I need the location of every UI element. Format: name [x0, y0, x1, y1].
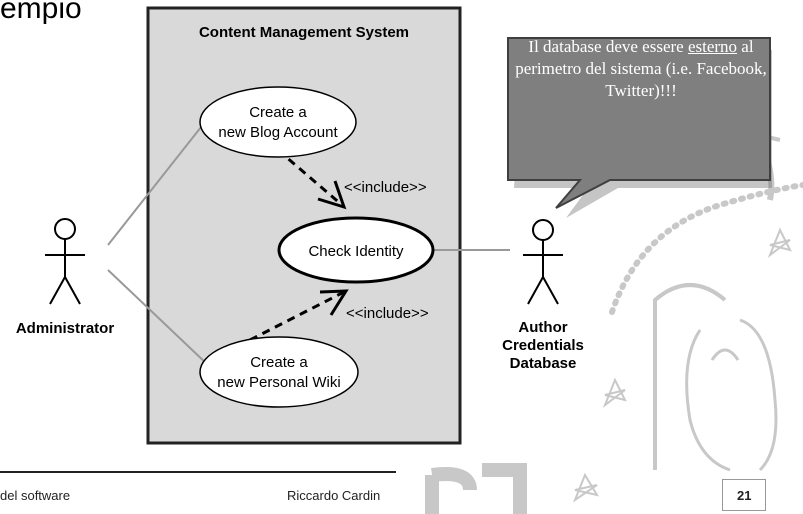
page-number-box — [722, 479, 766, 511]
actor-database-label-line2: Credentials — [502, 337, 584, 354]
page-number: 21 — [737, 488, 752, 503]
university-seal-watermark — [425, 130, 803, 514]
use-case-create-blog-account: Create a new Blog Account — [199, 86, 357, 158]
include-label-bottom: <<include>> — [346, 305, 429, 322]
include-label-top: <<include>> — [344, 179, 427, 196]
use-case-create-personal-wiki: Create a new Personal Wiki — [199, 336, 359, 408]
footer-author: Riccardo Cardin — [287, 488, 381, 503]
callout-text: Il database deve essere esterno al perim… — [512, 36, 770, 102]
actor-database-label-line3: Database — [510, 355, 577, 372]
include-arrows — [249, 148, 349, 342]
actor-administrator-icon — [45, 218, 85, 305]
callout-text-after: al perimetro del sistema (i.e. Facebook,… — [515, 37, 767, 100]
use-case-blog-line1: Create a — [249, 104, 307, 121]
actor-administrator-label: Administrator — [16, 320, 115, 337]
footer-divider — [0, 471, 396, 473]
use-case-identity-label: Check Identity — [308, 243, 404, 260]
slide-title: empio — [0, 0, 82, 25]
actor-database-icon — [523, 219, 563, 305]
use-case-blog-line2: new Blog Account — [218, 124, 338, 141]
association-lines — [107, 121, 510, 366]
use-case-wiki-line1: Create a — [250, 354, 308, 371]
system-title: Content Management System — [199, 24, 409, 41]
callout-underlined-word: esterno — [687, 37, 738, 56]
actor-database-label-line1: Author — [518, 319, 567, 336]
use-case-check-identity: Check Identity — [277, 216, 435, 284]
callout-bubble — [507, 37, 772, 218]
footer-course: del software — [0, 488, 71, 503]
use-case-wiki-line2: new Personal Wiki — [217, 374, 340, 391]
callout-text-before: Il database deve essere — [528, 37, 688, 56]
